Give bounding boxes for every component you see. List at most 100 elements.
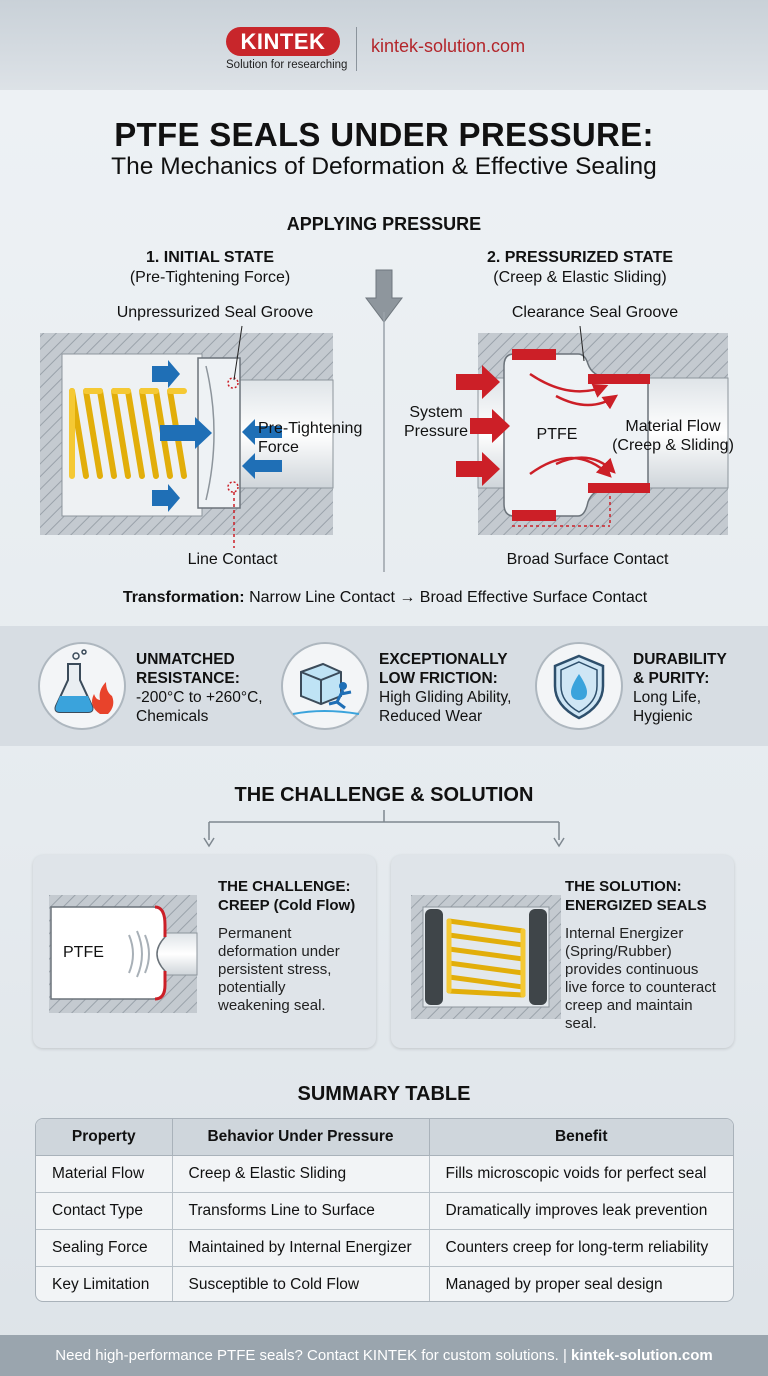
table-cell: Fills microscopic voids for perfect seal [429,1154,733,1192]
table-cell: Material Flow [36,1154,173,1192]
solution-body-1: Internal Energizer [565,925,684,942]
feature-3-heading-2: & PURITY: [633,670,710,687]
feature-3-body-2: Hygienic [633,708,693,725]
ice-skater-icon [292,662,360,715]
table-row: Key Limitation Susceptible to Cold Flow … [36,1265,733,1301]
footer-link[interactable]: kintek-solution.com [571,1347,713,1364]
header-bar: KINTEK Solution for researching kintek-s… [0,0,768,90]
material-flow-label-2: (Creep & Sliding) [612,437,734,454]
logo-tagline: Solution for researching [226,59,348,71]
line-contact-label: Line Contact [187,551,278,568]
initial-state-title: 1. INITIAL STATE [145,249,274,266]
shield-drop-icon [553,654,605,720]
feature-icon-resistance [38,642,126,730]
footer-text: Need high-performance PTFE seals? Contac… [55,1347,572,1364]
header-url-link[interactable]: kintek-solution.com [371,36,526,56]
material-flow-label-1: Material Flow [625,418,721,435]
kintek-logo[interactable]: KINTEK [226,27,340,56]
pretightening-label-1: Pre-Tightening [258,420,363,437]
table-cell: Maintained by Internal Energizer [172,1228,430,1266]
feature-2-heading-2: LOW FRICTION: [379,670,498,687]
applying-pressure-label: APPLYING PRESSURE [286,214,482,234]
feature-icon-durability [535,642,623,730]
pressurized-state-subtitle: (Creep & Elastic Sliding) [493,269,667,286]
pretightening-label-2: Force [258,439,299,456]
pressurized-state-title: 2. PRESSURIZED STATE [486,249,674,266]
summary-table: Property Behavior Under Pressure Benefit… [35,1118,734,1302]
table-cell: Counters creep for long-term reliability [429,1228,733,1266]
solution-body-2: (Spring/Rubber) [565,943,672,960]
challenge-body-3: persistent stress, [218,961,332,978]
solution-card: THE SOLUTION: ENERGIZED SEALS Internal E… [391,855,734,1048]
solution-body-4: live force to counteract [565,979,716,996]
table-cell: Contact Type [36,1191,173,1229]
feature-icon-friction [281,642,369,730]
transformation-text: Narrow Line Contact → Broad Effective Su… [249,589,648,606]
creep-diagram [49,895,198,1013]
challenge-solution-heading: THE CHALLENGE & SOLUTION [234,784,534,806]
solution-body-5: creep and maintain [565,997,693,1014]
feature-3-heading-1: DURABILITY [633,651,727,668]
solution-title-1: THE SOLUTION: [565,878,682,895]
challenge-body-5: weakening seal. [218,997,326,1014]
feature-1-body-2: Chemicals [136,708,209,725]
challenge-body-4: potentially [218,979,286,996]
feature-1-body-1: -200°C to +260°C, [136,689,263,706]
creep-ptfe-label: PTFE [63,944,104,961]
table-header-row: Property Behavior Under Pressure Benefit [36,1119,733,1156]
system-pressure-arrows [456,365,510,486]
table-cell: Sealing Force [36,1228,173,1266]
feature-1-heading-2: RESISTANCE: [136,670,240,687]
column-header: Benefit [429,1119,733,1156]
table-cell: Transforms Line to Surface [172,1191,430,1229]
ptfe-label: PTFE [536,426,578,443]
feature-2-body-2: Reduced Wear [379,708,483,725]
feature-1-heading-1: UNMATCHED [136,651,235,668]
groove-leader-left [233,325,243,381]
header-divider [356,27,357,71]
system-pressure-label-1: System [409,404,463,421]
table-cell: Dramatically improves leak prevention [429,1191,733,1229]
table-row: Material Flow Creep & Elastic Sliding Fi… [36,1154,733,1192]
contact-point-bottom [227,481,239,493]
down-arrow-icon [365,269,403,323]
challenge-body-2: deformation under [218,943,340,960]
energizer-spring-icon [446,918,526,998]
flask-flame-icon [54,649,114,714]
column-header: Behavior Under Pressure [172,1119,430,1156]
page-subtitle: The Mechanics of Deformation & Effective… [111,153,657,180]
pretightening-arrows [152,360,282,512]
table-cell: Susceptible to Cold Flow [172,1265,430,1301]
table-row: Sealing Force Maintained by Internal Ene… [36,1228,733,1266]
challenge-card: PTFE THE CHALLENGE: CREEP (Cold Flow) Pe… [33,855,376,1048]
energized-seal-diagram [411,895,561,1019]
feature-2-body-1: High Gliding Ability, [379,689,512,706]
transformation-line: Transformation: Narrow Line Contact → Br… [60,589,710,607]
transformation-label: Transformation: [122,589,245,606]
broad-contact-label: Broad Surface Contact [506,551,669,568]
table-cell: Creep & Elastic Sliding [172,1154,430,1192]
features-band [0,626,768,746]
column-header: Property [36,1119,173,1156]
unpressurized-groove-label: Unpressurized Seal Groove [116,304,314,321]
table-cell: Managed by proper seal design [429,1265,733,1301]
feature-3-body-1: Long Life, [633,689,702,706]
mechanics-diagram [40,269,729,572]
challenge-title-1: THE CHALLENGE: [218,878,351,895]
initial-state-subtitle: (Pre-Tightening Force) [129,269,291,286]
solution-body-3: provides continuous [565,961,699,978]
table-row: Contact Type Transforms Line to Surface … [36,1191,733,1229]
system-pressure-label-2: Pressure [403,423,469,440]
page-title: PTFE SEALS UNDER PRESSURE: [114,116,654,153]
branch-connector [203,810,565,848]
initial-ptfe-seal [197,357,241,509]
pressurized-ptfe-seal [503,353,649,517]
material-flow-arrows [529,372,619,478]
table-cell: Key Limitation [36,1265,173,1301]
solution-body-6: seal. [565,1015,597,1032]
contact-point-top [227,377,239,389]
solution-title-2: ENERGIZED SEALS [565,897,707,914]
feature-2-heading-1: EXCEPTIONALLY [379,651,508,668]
clearance-groove-label: Clearance Seal Groove [511,304,679,321]
groove-leader-right [579,325,585,362]
